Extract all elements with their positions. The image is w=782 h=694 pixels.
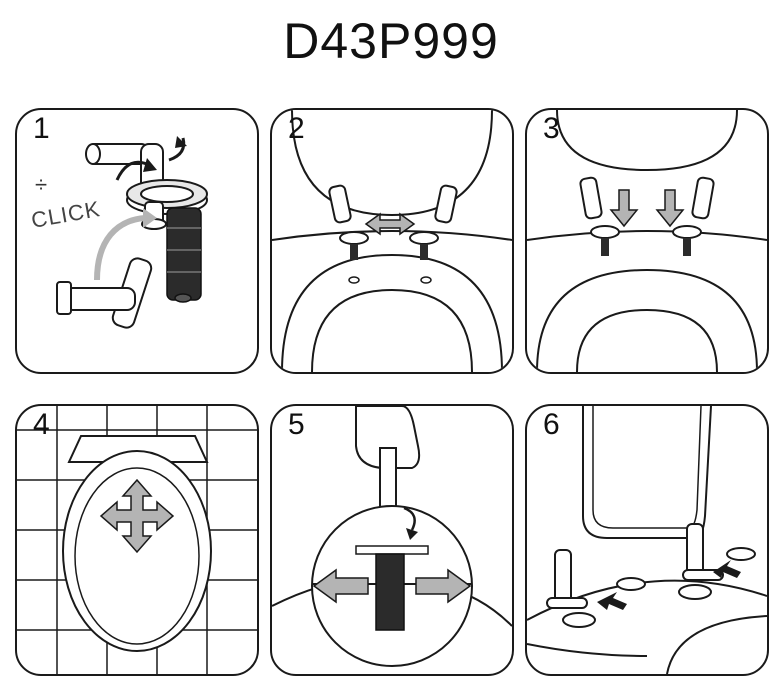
move-arrows-icon (99, 478, 175, 554)
step-1-panel: 1 ÷ CLICK (15, 108, 259, 374)
right-arrow-icon (415, 568, 472, 604)
step-3-illustration (527, 110, 767, 372)
pointer-arrow-icon (597, 560, 741, 610)
step-3-panel: 3 (525, 108, 769, 374)
step-1-illustration (56, 136, 208, 329)
insert-arrow-icon (94, 215, 146, 281)
step-number: 4 (33, 408, 50, 441)
step-number: 3 (543, 112, 560, 145)
step-6-illustration (527, 406, 767, 674)
double-arrow-icon (364, 212, 416, 236)
step-number: 5 (288, 408, 305, 441)
down-arrow-icon (609, 189, 685, 228)
product-code-title: D43P999 (283, 13, 499, 69)
step-number: 6 (543, 408, 560, 441)
step-2-panel: 2 (270, 108, 514, 374)
step-6-panel: 6 (525, 404, 769, 676)
hand-icon (355, 406, 421, 469)
step-4-illustration (17, 406, 257, 674)
step-5-illustration (272, 406, 512, 667)
step-5-panel: 5 (270, 404, 514, 676)
divide-icon: ÷ (35, 172, 48, 197)
step-number: 2 (288, 112, 305, 145)
step-number: 1 (33, 112, 50, 145)
step-2-illustration (272, 110, 512, 372)
step-4-panel: 4 (15, 404, 259, 676)
left-arrow-icon (312, 568, 369, 604)
